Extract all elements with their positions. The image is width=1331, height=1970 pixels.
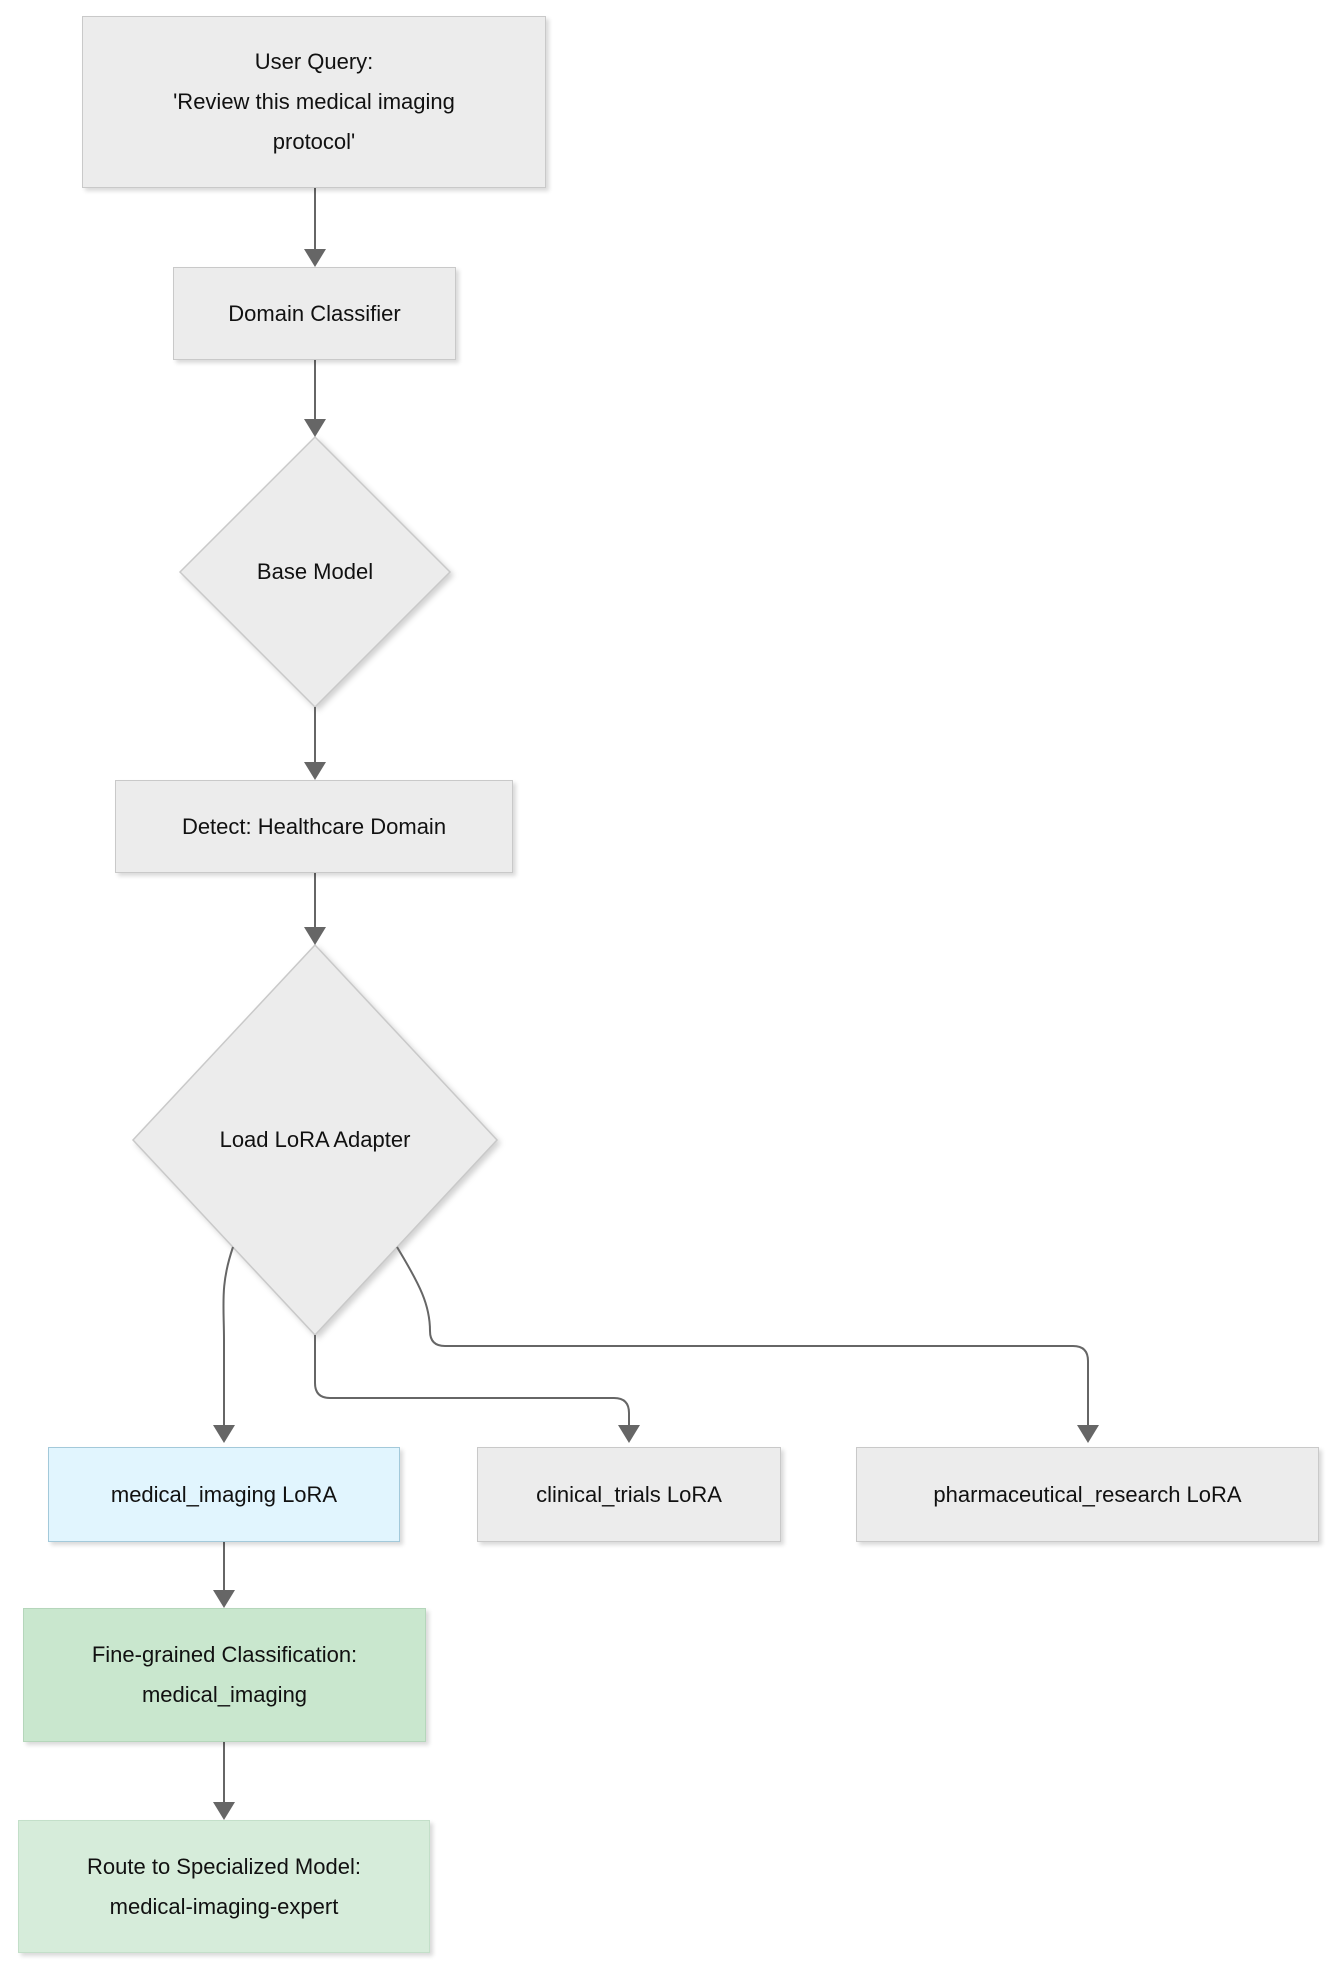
user-query-line-2: 'Review this medical imaging — [173, 89, 455, 114]
user-query-line-1: User Query: — [254, 49, 374, 74]
node-detect-healthcare-domain: Detect: Healthcare Domain — [115, 780, 513, 873]
base-model-label: Base Model — [256, 559, 374, 584]
fine-grained-line-1: Fine-grained Classification: — [91, 1642, 358, 1667]
fine-grained-line-2: medical_imaging — [141, 1682, 308, 1707]
arrowhead-load-lora — [304, 927, 326, 945]
node-medical-imaging-lora: medical_imaging LoRA — [48, 1447, 400, 1542]
node-fine-grained-classification: Fine-grained Classification: medical_ima… — [23, 1608, 426, 1742]
medical-imaging-lora-label: medical_imaging LoRA — [110, 1481, 338, 1507]
route-line-2: medical-imaging-expert — [109, 1893, 339, 1919]
node-clinical-trials-lora: clinical_trials LoRA — [477, 1447, 781, 1542]
arrowhead-clinical-trials-lora — [618, 1425, 640, 1443]
node-user-query: User Query: 'Review this medical imaging… — [82, 16, 546, 188]
node-route-to-specialized-model: Route to Specialized Model: medical-imag… — [18, 1820, 430, 1953]
arrowhead-detect — [304, 762, 326, 780]
arrowhead-base-model — [304, 419, 326, 437]
pharmaceutical-research-lora-label: pharmaceutical_research LoRA — [933, 1481, 1242, 1507]
load-lora-adapter-label: Load LoRA Adapter — [219, 1127, 411, 1152]
detect-label: Detect: Healthcare Domain — [181, 813, 447, 839]
arrowhead-pharmaceutical-lora — [1077, 1425, 1099, 1443]
edge-load-lora-to-clinical-trials — [314, 1335, 630, 1425]
arrowhead-route — [213, 1802, 235, 1820]
arrowhead-fine-grained — [213, 1590, 235, 1608]
edge-load-lora-to-pharmaceutical — [396, 1246, 1089, 1425]
node-domain-classifier: Domain Classifier — [173, 267, 456, 360]
clinical-trials-lora-label: clinical_trials LoRA — [536, 1481, 722, 1507]
arrowhead-domain-classifier — [304, 249, 326, 267]
node-pharmaceutical-research-lora: pharmaceutical_research LoRA — [856, 1447, 1319, 1542]
route-line-1: Route to Specialized Model: — [87, 1853, 361, 1879]
edge-load-lora-to-medical-imaging — [222, 1246, 234, 1425]
arrowhead-medical-imaging-lora — [213, 1425, 235, 1443]
domain-classifier-label: Domain Classifier — [228, 300, 401, 326]
user-query-line-3: protocol' — [272, 129, 356, 154]
